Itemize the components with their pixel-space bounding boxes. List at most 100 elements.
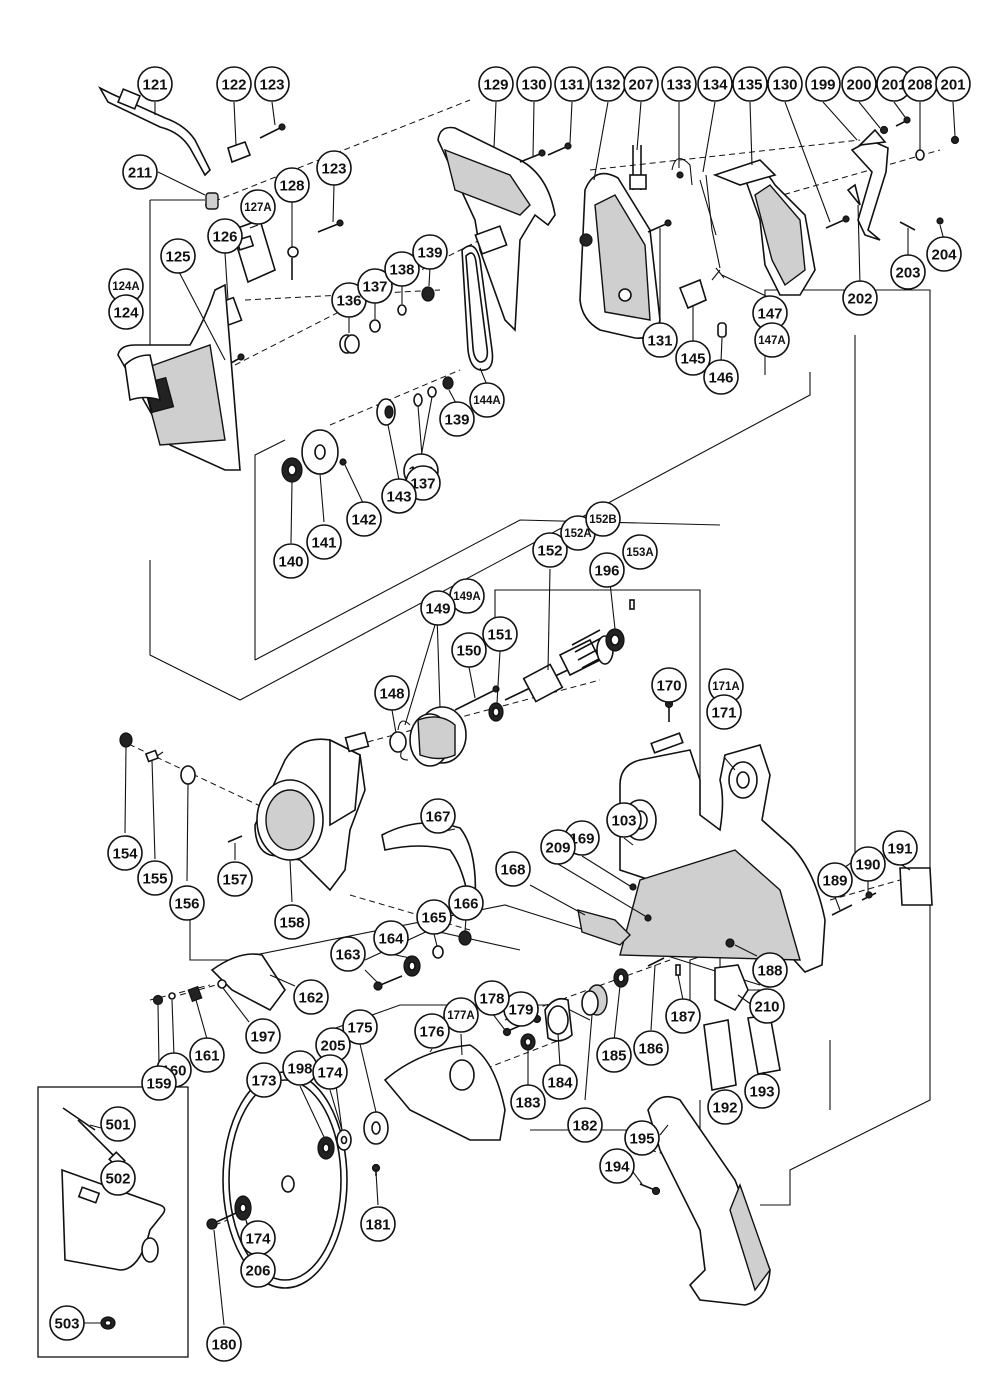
callout-143: 143: [381, 478, 417, 514]
callout-label: 130: [772, 77, 797, 94]
connector-211: [205, 192, 219, 210]
callout-174: 174: [240, 1220, 276, 1256]
callout-circle: [754, 322, 790, 358]
plate-170: [650, 732, 684, 754]
cover-132: [579, 172, 661, 339]
callout-label: 152B: [589, 514, 617, 526]
handle-195: [647, 1095, 771, 1306]
callout-label: 182: [572, 1118, 597, 1135]
callout-circle: [585, 501, 621, 537]
callout-circle: [599, 1148, 635, 1184]
callout-label: 164: [378, 931, 404, 948]
callout-label: 175: [347, 1020, 372, 1037]
plate-192: [703, 1019, 737, 1091]
callout-circle: [744, 1073, 780, 1109]
screw-130b: [825, 215, 850, 229]
dust-bag-502: [61, 1168, 166, 1271]
terminal-128: [287, 246, 299, 280]
holder-156: [180, 765, 196, 785]
callout-circle: [160, 238, 196, 274]
armature-152: [504, 629, 621, 703]
plate-193: [747, 1014, 781, 1075]
callout-131: 131: [554, 66, 590, 102]
callout-195: 195: [624, 1120, 660, 1156]
callout-label: 103: [611, 813, 636, 830]
callout-126: 126: [207, 218, 243, 254]
callout-label: 208: [907, 77, 932, 94]
callout-label: 190: [855, 857, 880, 874]
callout-label: 177A: [447, 1010, 475, 1022]
callout-162: 162: [293, 979, 329, 1015]
callout-circle: [245, 1018, 281, 1054]
callout-label: 147A: [758, 335, 786, 347]
collar-198: [317, 1136, 335, 1160]
callout-circle: [273, 543, 309, 579]
lever-202: [850, 139, 889, 241]
callout-label: 211: [128, 165, 152, 182]
screw-190: [861, 891, 877, 901]
assembly-guide-lines: [119, 99, 941, 1226]
callout-circle: [100, 1160, 136, 1196]
callout-circle: [749, 988, 785, 1024]
callout-label: 142: [351, 512, 376, 529]
bearing-185: [613, 968, 629, 988]
callout-circle: [478, 66, 514, 102]
callout-circle: [697, 66, 733, 102]
callout-130: 130: [767, 66, 803, 102]
callout-138: 138: [384, 251, 420, 287]
callout-131: 131: [642, 322, 678, 358]
callout-139: 139: [439, 401, 475, 437]
callout-label: 141: [311, 535, 336, 552]
motor-housing-158: [254, 738, 366, 892]
callout-152: 152: [532, 532, 568, 568]
callout-circle: [414, 1013, 450, 1049]
callout-103: 103: [606, 802, 642, 838]
callout-150: 150: [451, 632, 487, 668]
callout-label: 152A: [564, 528, 592, 540]
callout-211: 211: [122, 154, 158, 190]
callout-label: 193: [749, 1084, 774, 1101]
callout-label: 148: [379, 686, 404, 703]
cover-162: [210, 953, 286, 1012]
washer-165: [432, 945, 444, 959]
callout-178: 178: [474, 980, 510, 1016]
callout-circle: [532, 532, 568, 568]
switch-145: [678, 278, 707, 310]
callout-label: 169: [569, 831, 594, 848]
callout-label: 196: [594, 563, 619, 580]
callout-circle: [622, 534, 658, 570]
callout-179: 179: [503, 991, 539, 1027]
callout-circle: [416, 899, 452, 935]
washer-137a: [369, 319, 381, 333]
callout-label: 192: [712, 1100, 737, 1117]
callout-label: 139: [417, 245, 442, 262]
callout-circle: [100, 1106, 136, 1142]
callout-label: 210: [754, 999, 779, 1016]
callout-label: 174: [245, 1231, 271, 1248]
callout-label: 209: [545, 840, 570, 857]
callout-label: 146: [708, 370, 733, 387]
callout-label: 171: [711, 705, 736, 722]
callout-label: 174: [317, 1065, 343, 1082]
callout-circle: [542, 1064, 578, 1100]
callout-label: 181: [365, 1217, 390, 1234]
callout-label: 186: [638, 1041, 663, 1058]
callout-label: 167: [425, 809, 450, 826]
screw-130a: [519, 149, 546, 163]
callout-200: 200: [841, 66, 877, 102]
callout-label: 138: [389, 262, 414, 279]
callout-label: 151: [487, 627, 512, 644]
handle-half-129: [437, 126, 556, 332]
callout-circle: [841, 66, 877, 102]
callout-170: 170: [651, 667, 687, 703]
callout-165: 165: [416, 899, 452, 935]
cord-clip-122: [227, 140, 252, 164]
callout-151: 151: [482, 616, 518, 652]
callout-label: 179: [508, 1002, 533, 1019]
callout-circle: [540, 829, 576, 865]
callout-circle: [624, 1120, 660, 1156]
callout-label: 189: [822, 873, 847, 890]
callout-circle: [169, 885, 205, 921]
